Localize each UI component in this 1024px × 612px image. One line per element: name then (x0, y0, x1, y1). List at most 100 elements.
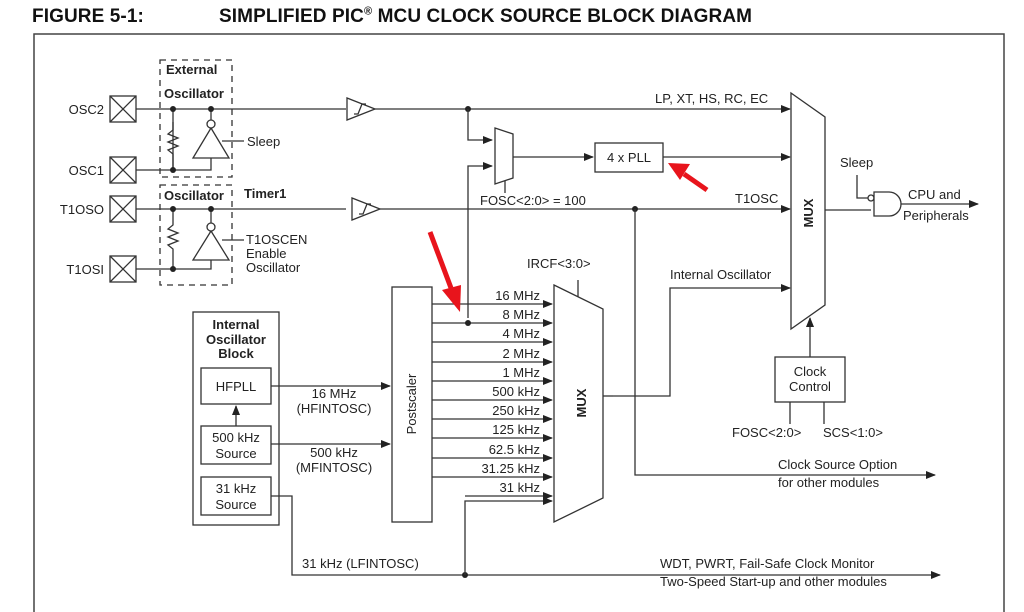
ircf-input-label: 4 MHz (502, 326, 540, 341)
clock-source-option-line (634, 209, 936, 479)
svg-text:Timer1: Timer1 (244, 186, 286, 201)
svg-text:T1OSCEN: T1OSCEN (246, 232, 307, 247)
figure-title-text: SIMPLIFIED PIC® MCU CLOCK SOURCE BLOCK D… (219, 6, 753, 28)
resistor-icon (166, 209, 180, 269)
ircf-input-6: 250 kHz (432, 403, 553, 423)
internal-osc-line (613, 284, 791, 397)
pin-t1oso: T1OSO (60, 195, 137, 223)
svg-text:T1OSI: T1OSI (66, 262, 104, 277)
ircf-input-2: 4 MHz (432, 326, 553, 346)
pin-osc2: OSC2 (69, 95, 137, 123)
label-mfintosc-1: 500 kHz (310, 445, 358, 460)
inverter-icon (191, 126, 231, 159)
source-500khz (200, 425, 272, 465)
figure-title: FIGURE 5-1: SIMPLIFIED PIC® MCU CLOCK SOU… (32, 6, 752, 28)
schmitt-buffer-icon (346, 97, 377, 121)
svg-text:Oscillator: Oscillator (246, 260, 301, 275)
resistor-icon (166, 122, 180, 170)
svg-text:OSC2: OSC2 (69, 102, 104, 117)
ircf-input-4: 1 MHz (432, 365, 553, 385)
pin-t1osi: T1OSI (66, 255, 137, 283)
diagram-frame (33, 33, 1005, 612)
lfintosc-line (271, 495, 941, 579)
ircf-input-0: 16 MHz (432, 288, 553, 308)
label-cso-1: Clock Source Option (778, 457, 897, 472)
clock-control-block: Clock Control FOSC<2:0> SCS<1:0> (732, 317, 883, 440)
ircf-input-5: 500 kHz (432, 384, 553, 404)
pll-4x-block: 4 x PLL (594, 142, 791, 173)
svg-text:Source: Source (215, 497, 256, 512)
svg-text:External: External (166, 62, 217, 77)
label-hfintosc-1: 16 MHz (312, 386, 357, 401)
ircf-input-label: 16 MHz (495, 288, 540, 303)
ircf-mux: MUX IRCF<3:0> (527, 256, 613, 524)
svg-text:IRCF<3:0>: IRCF<3:0> (527, 256, 591, 271)
ircf-input-label: 62.5 kHz (489, 442, 540, 457)
ircf-input-label: 1 MHz (502, 365, 540, 380)
svg-text:31 kHz: 31 kHz (216, 481, 256, 496)
label-mfintosc-2: (MFINTOSC) (296, 460, 372, 475)
svg-text:Peripherals: Peripherals (903, 208, 969, 223)
svg-text:MUX: MUX (801, 198, 816, 227)
svg-text:Sleep: Sleep (840, 155, 873, 170)
svg-text:Control: Control (789, 379, 831, 394)
figure-number: FIGURE 5-1: (32, 6, 144, 28)
annotation-arrow-pll (668, 163, 709, 193)
svg-text:Clock: Clock (794, 364, 827, 379)
pin-osc1: OSC1 (69, 156, 137, 184)
svg-text:Sleep: Sleep (247, 134, 280, 149)
svg-text:4 x PLL: 4 x PLL (607, 150, 651, 165)
svg-text:Oscillator: Oscillator (206, 332, 266, 347)
label-wdt-2: Two-Speed Start-up and other modules (660, 574, 887, 589)
timer1-oscillator: Oscillator Timer1 T1OSCEN Enable Oscilla… (136, 184, 346, 286)
svg-text:OSC1: OSC1 (69, 163, 104, 178)
svg-text:Source: Source (215, 446, 256, 461)
ircf-input-label: 31 kHz (500, 480, 540, 495)
ircf-input-7: 125 kHz (432, 422, 553, 442)
svg-text:Internal: Internal (213, 317, 260, 332)
ircf-input-10: 31 kHz (465, 480, 553, 500)
label-cso-2: for other modules (778, 475, 880, 490)
svg-text:Enable: Enable (246, 246, 286, 261)
ircf-input-1: 8 MHz (432, 307, 553, 327)
junction-dot (465, 320, 471, 326)
ircf-input-label: 500 kHz (492, 384, 540, 399)
svg-text:FOSC<2:0> = 100: FOSC<2:0> = 100 (480, 193, 586, 208)
external-oscillator: External Oscillator Sleep (136, 59, 346, 178)
svg-text:MUX: MUX (574, 388, 589, 417)
label-wdt-1: WDT, PWRT, Fail-Safe Clock Monitor (660, 556, 875, 571)
ircf-input-9: 31.25 kHz (432, 461, 553, 481)
ircf-input-label: 8 MHz (502, 307, 540, 322)
label-hfintosc-2: (HFINTOSC) (297, 401, 372, 416)
primary-mux: MUX (790, 91, 826, 331)
svg-text:CPU and: CPU and (908, 187, 961, 202)
and-gate-icon (873, 191, 902, 217)
ircf-input-3: 2 MHz (432, 346, 553, 366)
internal-oscillator-block: Internal Oscillator Block HFPLL 500 kHz … (192, 311, 280, 526)
label-internal-oscillator: Internal Oscillator (670, 267, 772, 282)
label-lp-xt-hs-rc-ec: LP, XT, HS, RC, EC (655, 91, 768, 106)
svg-text:HFPLL: HFPLL (216, 379, 256, 394)
postscaler-block: Postscaler (391, 286, 433, 523)
svg-text:Postscaler: Postscaler (404, 373, 419, 434)
ircf-input-label: 31.25 kHz (481, 461, 540, 476)
svg-text:T1OSO: T1OSO (60, 202, 104, 217)
svg-text:Block: Block (218, 346, 254, 361)
ircf-inputs: 16 MHz 8 MHz 4 MHz 2 MHz 1 MHz 500 kHz 250 kHz… (432, 288, 553, 500)
ircf-input-8: 62.5 kHz (432, 442, 553, 462)
svg-text:500 kHz: 500 kHz (212, 430, 260, 445)
svg-text:FOSC<2:0>: FOSC<2:0> (732, 425, 801, 440)
svg-text:Oscillator: Oscillator (164, 86, 224, 101)
hfpll-block (200, 367, 272, 405)
ircf-input-label: 250 kHz (492, 403, 540, 418)
inverter-icon (191, 229, 231, 261)
ircf-input-label: 2 MHz (502, 346, 540, 361)
schmitt-buffer-icon (351, 197, 382, 221)
ircf-input-label: 125 kHz (492, 422, 540, 437)
svg-text:Oscillator: Oscillator (164, 188, 224, 203)
pll-select-mux: FOSC<2:0> = 100 (467, 127, 594, 318)
svg-text:SCS<1:0>: SCS<1:0> (823, 425, 883, 440)
label-t1osc: T1OSC (735, 191, 778, 206)
annotation-arrow-8mhz (427, 231, 461, 312)
